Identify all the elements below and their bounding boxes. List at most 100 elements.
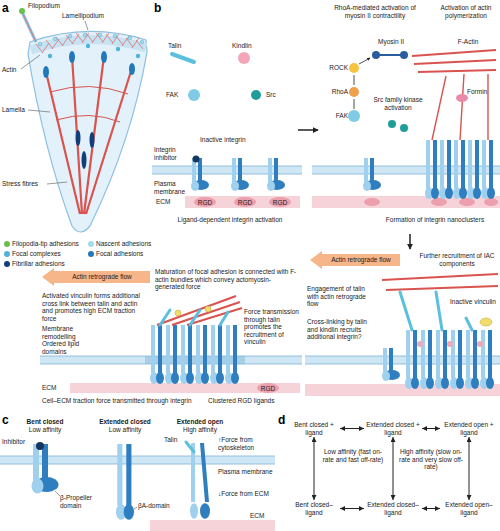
- affinity-note: Low affinity (fast on-rate and fast off-…: [320, 448, 386, 463]
- focal-complex: [116, 47, 120, 51]
- f-actin: [382, 274, 498, 290]
- nascent-adhesion: [38, 42, 42, 46]
- inactive-integrin: [191, 158, 209, 191]
- active-integrin: [180, 325, 194, 384]
- rgd-ligand: [234, 197, 256, 207]
- protein-label: Src: [266, 91, 286, 99]
- part-label: Plasma membrane: [154, 180, 194, 195]
- step-note: Maturation of focal adhesion is connecte…: [155, 268, 297, 291]
- focal-complexes: [48, 44, 140, 58]
- state-label: Bent closed–ligand: [288, 500, 340, 517]
- rgd-ligand: [459, 198, 475, 206]
- focal-adhesion: [43, 66, 49, 78]
- active-integrin: [405, 330, 419, 389]
- protein-label: Formin: [467, 88, 499, 96]
- state-label: Extended closed–ligand: [364, 500, 422, 517]
- legend-swatch: [4, 241, 10, 247]
- active-integrin: [225, 325, 239, 384]
- active-integrin: [150, 325, 164, 384]
- focal-adhesion: [129, 63, 135, 75]
- active-integrin: [450, 330, 464, 389]
- state-text: Extended open–ligand: [440, 501, 498, 516]
- retrograde-flow-arrow: [310, 251, 400, 269]
- affinity-label: Low affinity: [90, 426, 160, 434]
- talin: [186, 442, 194, 452]
- part-label: Stress fibres: [2, 180, 46, 188]
- state-text: Extended closed–ligand: [364, 501, 422, 516]
- protein-label: Inactive vinculin: [448, 298, 498, 306]
- active-vinculin: [205, 306, 211, 312]
- stress-fibre: [46, 56, 132, 214]
- rgd-ligand: [364, 198, 380, 206]
- rgd-ligand: [484, 198, 498, 206]
- nascent-adhesion: [98, 33, 102, 37]
- fak: [348, 110, 360, 122]
- inactive-vinculin: [480, 318, 492, 326]
- step-arrow: [409, 234, 411, 249]
- state-label: Bent closed + ligand: [288, 420, 340, 437]
- step-note: Src family kinase activation: [370, 96, 426, 111]
- part-label: Integrin inhibitor: [154, 146, 188, 161]
- state-text: Bent closed–ligand: [288, 501, 340, 516]
- ligand-label: RGD: [195, 199, 215, 207]
- membrane-edge: [40, 356, 302, 364]
- step-note: RhoA-mediated activation of myosin II co…: [325, 4, 425, 19]
- talin: [400, 292, 472, 330]
- step-arrow: [298, 129, 318, 131]
- bent-closed-integrin: [32, 444, 59, 494]
- step-note: Activation of actin polymerization: [435, 4, 497, 19]
- actin-mesh: [36, 33, 143, 53]
- part-label: Actin: [2, 66, 26, 74]
- ligand-label: RGD: [258, 385, 278, 393]
- protein-label: Talin: [168, 42, 192, 50]
- active-integrin: [480, 330, 494, 389]
- filopodia-tip-adhesion: [19, 8, 25, 14]
- transition-arrow: [340, 508, 364, 509]
- affinity-note: High affinity (slow on-rate and very slo…: [399, 448, 463, 471]
- inactive-integrin: [231, 158, 249, 191]
- kindlin: [238, 52, 250, 64]
- state-text: Bent closed + ligand: [288, 421, 340, 436]
- focal-adhesion: [69, 51, 75, 63]
- src: [251, 90, 261, 100]
- domain-label: βA-domain: [138, 502, 178, 510]
- myosin-ii: [376, 54, 404, 56]
- ligand-label: RGD: [270, 199, 290, 207]
- fibrillar-adhesion: [90, 132, 95, 148]
- rgd-ligand: [431, 198, 447, 206]
- active-integrin: [420, 330, 434, 389]
- kindlin: [447, 341, 453, 347]
- nascent-adhesions: [38, 33, 144, 46]
- fibrillar-adhesion: [76, 130, 81, 146]
- active-integrin: [210, 325, 224, 384]
- retrograde-flow-arrow: [42, 268, 150, 286]
- inactive-integrin: [267, 158, 285, 191]
- flow-label: Actin retrograde flow: [54, 273, 150, 281]
- force-label: ↑Force from cytoskeleton: [218, 436, 274, 451]
- nascent-adhesion: [113, 34, 117, 38]
- rgd-ligand: [194, 197, 216, 207]
- state-label: Extended open–ligand: [440, 500, 498, 517]
- myosin-head: [400, 51, 408, 59]
- inactive-integrin: [382, 348, 400, 381]
- legend-text: Filopodia-tip adhesions: [12, 240, 79, 248]
- state-text: Extended closed + ligand: [364, 421, 422, 436]
- active-integrin: [481, 140, 495, 199]
- filopodium: [22, 12, 36, 42]
- legend-item: Filopodia-tip adhesions: [4, 240, 79, 248]
- src: [400, 124, 408, 132]
- ecm: [185, 196, 300, 208]
- active-integrin: [453, 140, 467, 199]
- part-label: Filopodium: [28, 2, 78, 10]
- protein-label: ROCK: [314, 64, 348, 72]
- state-text: Extended open + ligand: [440, 421, 498, 436]
- step-note: Force transmission through talin promote…: [244, 308, 300, 346]
- protein-label: Myosin II: [370, 38, 412, 46]
- active-integrin: [465, 330, 479, 389]
- talin: [172, 54, 194, 62]
- focal-complex: [136, 54, 140, 58]
- part-label: ECM: [42, 384, 66, 392]
- membrane-edge: [0, 456, 275, 464]
- nascent-adhesion: [128, 36, 132, 40]
- rgd-ligand: [269, 197, 291, 207]
